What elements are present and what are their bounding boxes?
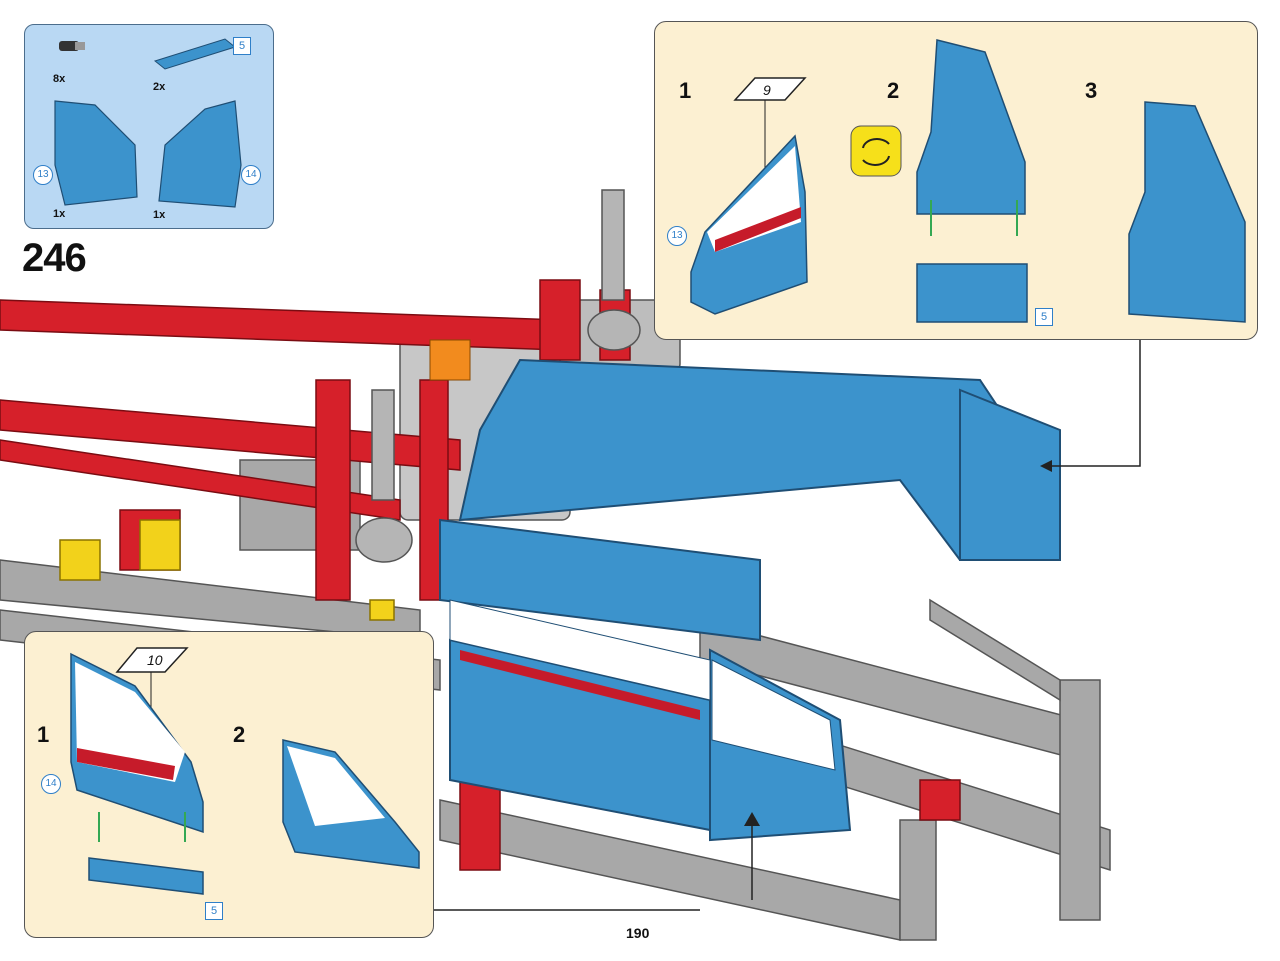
- axle-pin-connector-icon: [59, 41, 85, 51]
- bottom-substep-2: 2: [233, 722, 246, 747]
- qty-left-panel: 1x: [53, 208, 66, 220]
- qty-beam: 2x: [153, 81, 166, 93]
- bottom-sticker-number: 10: [147, 652, 163, 668]
- panel-callout-14: 14: [241, 165, 261, 185]
- bottom-sub-drawings: [70, 647, 420, 895]
- bottom-beam-length-tag: 5: [205, 902, 223, 920]
- beam-length-tag: 5: [233, 37, 251, 55]
- top-panel-callout: 13: [667, 226, 687, 246]
- top-sub-assembly-box: 1 2 3 9 13 5: [654, 21, 1258, 340]
- bottom-sub-assembly-box: 1 2 10 14 5: [24, 631, 434, 938]
- step2-panel-icon: [916, 39, 1026, 215]
- bottom-panel-step1-icon: [70, 652, 204, 834]
- top-substep-2: 2: [887, 78, 900, 103]
- left-panel-icon: [54, 100, 138, 206]
- step3-panel-icon: [1128, 101, 1246, 323]
- blue-cab: [439, 358, 1061, 842]
- qty-right-panel: 1x: [153, 209, 166, 221]
- panel-callout-13: 13: [33, 165, 53, 185]
- beam-5-icon: [153, 38, 237, 70]
- panel-with-sticker-icon: [690, 134, 808, 315]
- bottom-substep-1: 1: [37, 722, 50, 747]
- bottom-panel-callout: 14: [41, 774, 61, 794]
- step-number: 246: [22, 236, 87, 280]
- top-beam-length-tag: 5: [1035, 308, 1053, 326]
- right-panel-icon: [158, 100, 242, 208]
- qty-pin: 8x: [53, 73, 66, 85]
- parts-list-box: 8x 2x 5 13 14 1x 1x: [24, 24, 274, 229]
- rotate-icon: [850, 125, 902, 177]
- sticker-sheet-icon: [733, 77, 807, 172]
- page-number: 190: [626, 925, 650, 941]
- top-substep-3: 3: [1085, 78, 1098, 103]
- bottom-panel-step2-icon: [282, 739, 420, 869]
- red-beams: [0, 279, 961, 871]
- parts-list-drawings: [54, 38, 242, 208]
- top-sticker-number: 9: [763, 82, 771, 98]
- top-substep-1: 1: [679, 78, 692, 103]
- top-sub-drawings: [690, 39, 1246, 323]
